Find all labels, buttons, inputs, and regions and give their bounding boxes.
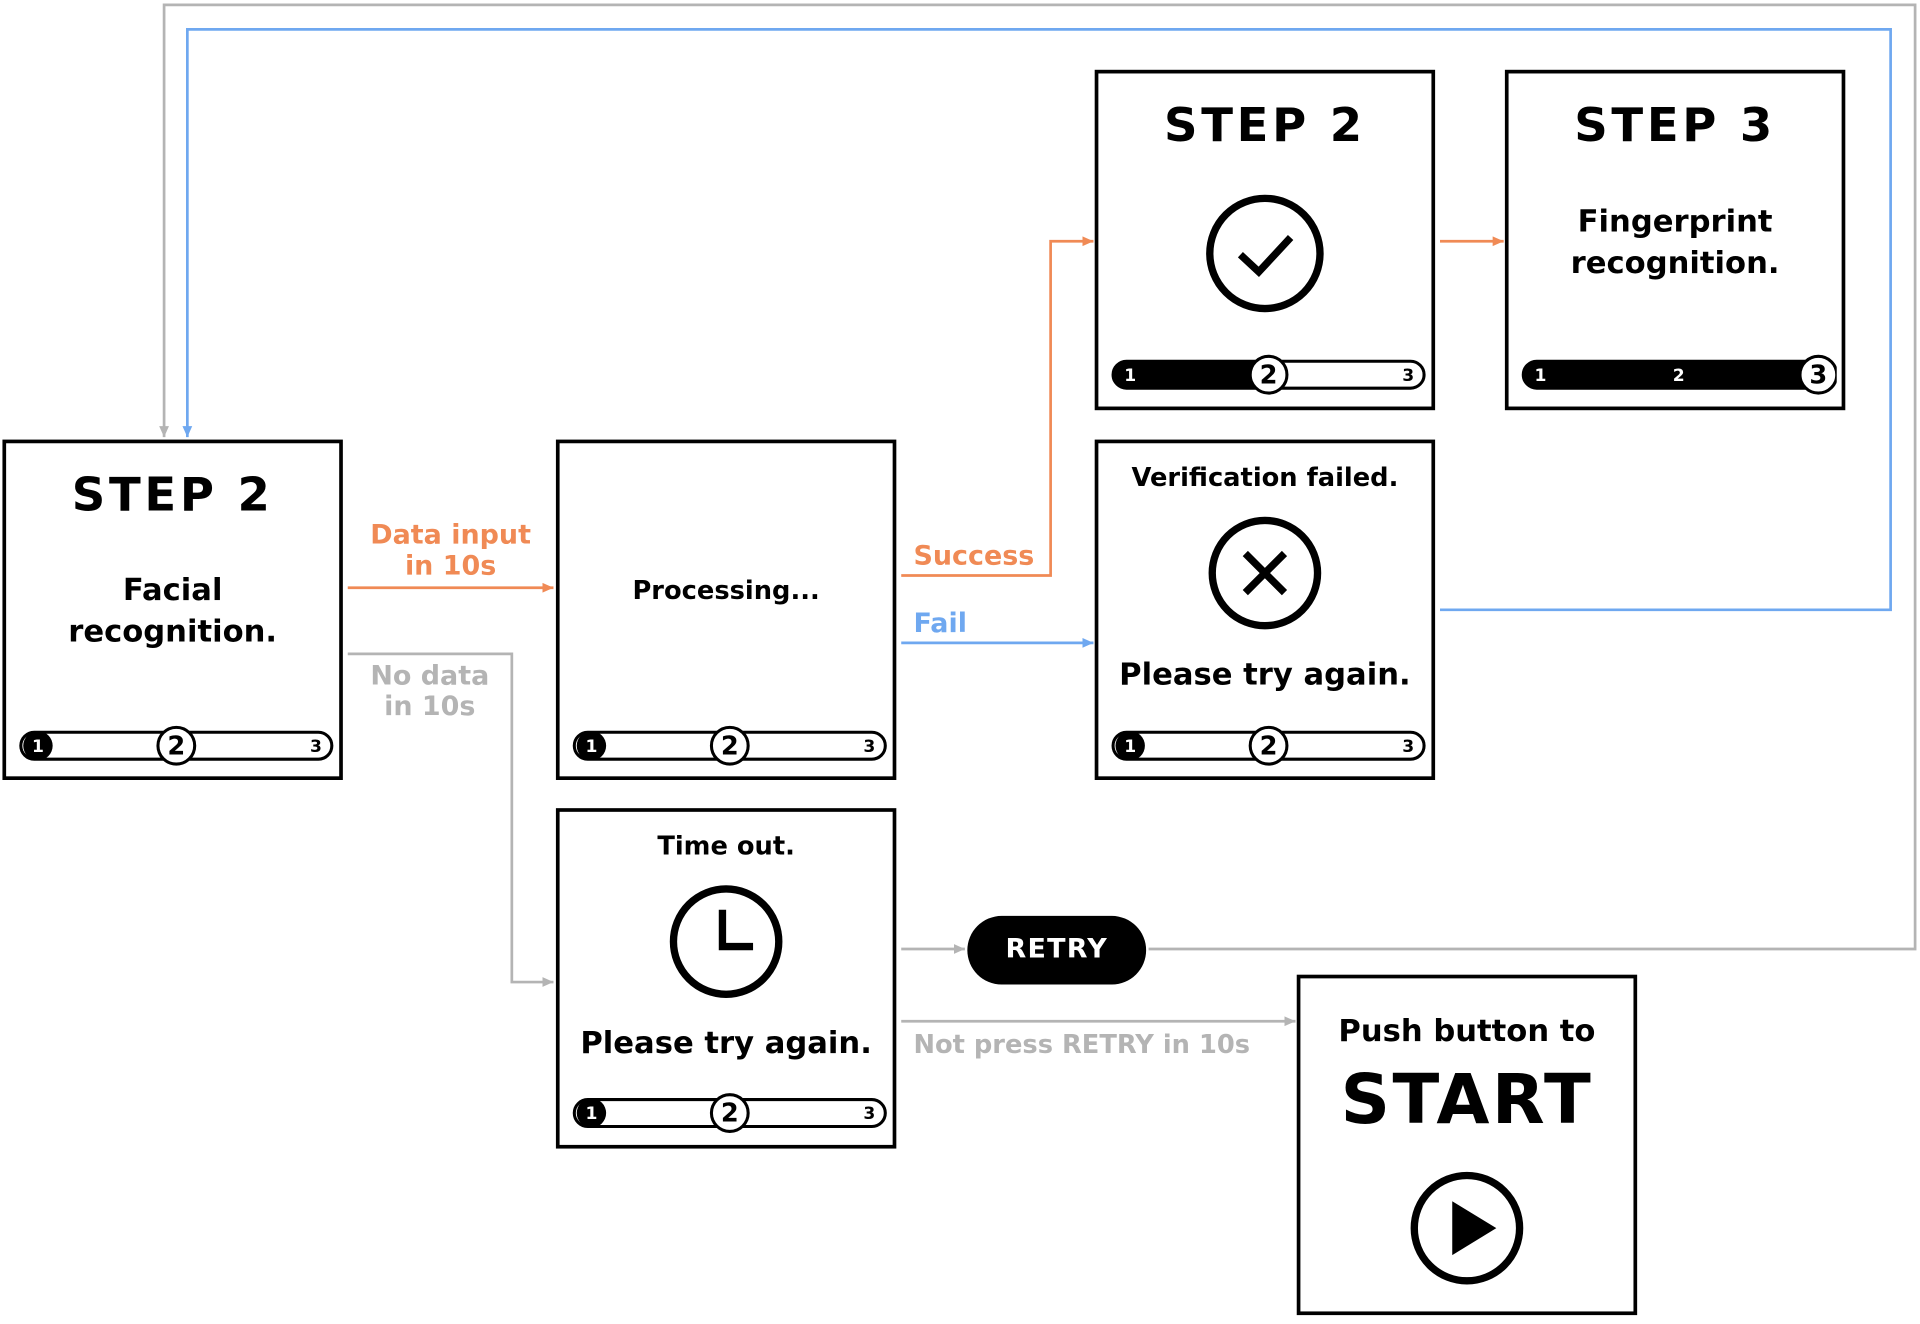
progress-step-1: 1 (1124, 366, 1136, 386)
label-not-press-retry: Not press RETRY in 10s (913, 1029, 1251, 1060)
clock-icon (669, 885, 783, 998)
progress-step-label: 2 (167, 731, 185, 761)
progress-step-2: 2 (1248, 725, 1289, 766)
x-circle-icon (1208, 516, 1322, 630)
screen-message: Facial recognition. (68, 571, 278, 649)
progress-step-1: 1 (576, 731, 607, 761)
progress-bar: 1 2 3 (572, 1093, 887, 1133)
screen-title: STEP 2 (71, 467, 274, 522)
arrow-fail-loop (182, 28, 1892, 612)
progress-bar: 1 2 3 (1111, 354, 1426, 395)
screen-message: Please try again. (1119, 656, 1411, 692)
progress-step-2: 2 (709, 725, 750, 766)
progress-step-label: 2 (1260, 360, 1278, 390)
progress-step-label: 2 (1673, 366, 1685, 386)
progress-step-label: 1 (585, 737, 597, 757)
progress-step-1: 1 (1534, 366, 1546, 386)
screen-header: Time out. (657, 831, 795, 861)
arrow-no-data (347, 652, 554, 987)
label-no-data: No data in 10s (370, 661, 490, 723)
progress-fill (1523, 361, 1819, 389)
progress-step-label: 2 (1260, 731, 1278, 761)
progress-step-label: 3 (1809, 360, 1827, 390)
progress-step-2: 2 (709, 1093, 750, 1133)
screen-header: Verification failed. (1131, 462, 1399, 493)
screen-title: START (1340, 1060, 1594, 1141)
play-circle-icon[interactable] (1408, 1169, 1526, 1287)
progress-step-3: 3 (310, 737, 322, 757)
progress-step-2: 2 (1673, 366, 1685, 386)
label-fail: Fail (913, 608, 967, 640)
progress-step-label: 1 (32, 737, 44, 757)
progress-step-label: 3 (863, 1104, 875, 1124)
progress-bar: 1 2 3 (572, 725, 887, 766)
label-success: Success (913, 541, 1035, 572)
progress-step-label: 1 (1124, 737, 1136, 757)
progress-step-label: 2 (721, 731, 739, 761)
progress-step-label: 3 (863, 737, 875, 757)
progress-step-3: 3 (863, 737, 875, 757)
screen-time-out: Time out. Please try again. 1 2 3 (555, 808, 897, 1149)
progress-step-label: 1 (1124, 366, 1136, 386)
progress-step-label: 3 (310, 737, 322, 757)
arrow-retry-loop (159, 3, 1917, 951)
progress-step-2: 2 (1248, 354, 1289, 395)
screen-start: Push button to START (1296, 974, 1638, 1316)
progress-step-label: 3 (1402, 366, 1414, 386)
progress-step-3: 3 (1402, 366, 1414, 386)
progress-step-1: 1 (23, 731, 53, 761)
progress-step-3: 3 (863, 1104, 875, 1124)
screen-processing: Processing... 1 2 3 (555, 439, 897, 781)
screen-facial-recognition: STEP 2 Facial recognition. 1 2 3 (2, 439, 343, 781)
progress-step-3: 3 (1402, 737, 1414, 757)
progress-step-label: 1 (585, 1104, 597, 1124)
arrow-success (901, 236, 1094, 577)
label-data-input: Data input in 10s (370, 520, 531, 582)
screen-message: Fingerprint recognition. (1570, 203, 1780, 281)
retry-button[interactable]: RETRY (967, 915, 1147, 985)
screen-title: STEP 2 (1164, 97, 1366, 152)
screen-step3-fingerprint: STEP 3 Fingerprint recognition. 1 2 3 (1504, 69, 1846, 411)
screen-verification-failed: Verification failed. Please try again. 1… (1094, 439, 1436, 781)
check-circle-icon (1206, 194, 1324, 313)
progress-step-2: 2 (156, 725, 197, 766)
screen-header: Push button to (1338, 1012, 1596, 1049)
progress-step-label: 2 (721, 1099, 739, 1129)
progress-step-label: 3 (1402, 737, 1414, 757)
progress-bar: 1 2 3 (19, 725, 334, 766)
screen-message: Please try again. (580, 1024, 872, 1061)
progress-step-label: 1 (1534, 366, 1546, 386)
screen-step2-success: STEP 2 1 2 3 (1094, 69, 1436, 411)
progress-step-1: 1 (576, 1098, 607, 1128)
screen-message: Processing... (632, 575, 820, 605)
screen-title: STEP 3 (1574, 97, 1776, 152)
progress-bar: 1 2 3 (1521, 354, 1837, 395)
progress-step-3: 3 (1798, 354, 1837, 395)
progress-step-1: 1 (1115, 731, 1145, 761)
progress-fill (1113, 361, 1269, 389)
progress-bar: 1 2 3 (1111, 725, 1426, 766)
